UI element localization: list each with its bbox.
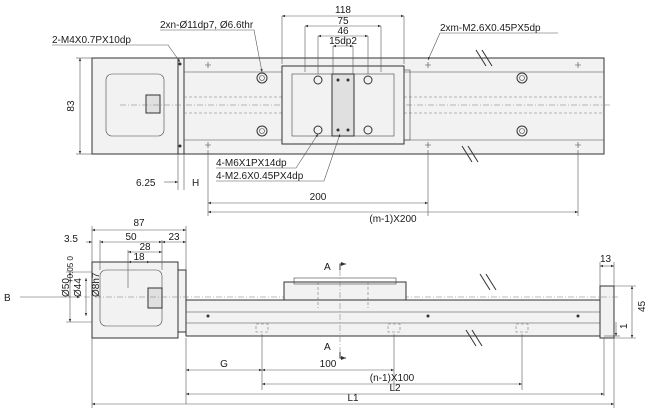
top-dimensions — [52, 14, 579, 216]
top-carriage-center — [331, 73, 355, 137]
dim-G: G — [220, 359, 228, 370]
dim-15dp2: 15dp2 — [329, 36, 357, 47]
dim-dia8: Ø8h7 — [91, 272, 102, 297]
side-dimensions — [20, 226, 636, 408]
dim-75: 75 — [337, 16, 349, 27]
dim-dia50-tolerance: +0.05 0 — [66, 256, 75, 283]
top-break-upper — [475, 49, 493, 67]
top-view: 2-M4X0.7PX10dp 2xn-Ø11dp7, Ø6.6thr 2xm-M… — [52, 5, 612, 225]
dim-23: 23 — [168, 232, 180, 243]
side-rail-body — [185, 299, 605, 337]
dim-50: 50 — [125, 232, 137, 243]
dim-13: 13 — [600, 254, 612, 265]
top-holes — [178, 62, 581, 148]
dim-1: 1 — [619, 323, 630, 329]
dim-118: 118 — [335, 5, 351, 16]
side-end-cap — [599, 285, 615, 339]
dim-L1: L1 — [347, 393, 359, 404]
top-coupling — [145, 94, 161, 114]
side-coupling — [147, 287, 163, 309]
top-carriage-seal — [403, 69, 411, 141]
dim-dia50: Ø50 — [61, 278, 72, 297]
counterbore-hole — [516, 72, 528, 84]
dim-200: 200 — [310, 192, 327, 203]
top-labels: 2-M4X0.7PX10dp 2xn-Ø11dp7, Ø6.6thr 2xm-M… — [52, 5, 541, 225]
label-section-A-bottom: A — [324, 342, 331, 353]
dim-46: 46 — [337, 26, 349, 37]
side-labels: 87 3.5 50 23 28 18 B Ø50 +0.05 0 Ø44 Ø8h… — [4, 218, 648, 404]
dim-3-5: 3.5 — [64, 234, 78, 245]
side-break-upper — [479, 273, 497, 291]
side-carriage — [283, 281, 407, 301]
dim-100: 100 — [320, 359, 337, 370]
dim-18: 18 — [133, 252, 145, 263]
dim-pitch-m: (m-1)X200 — [369, 214, 417, 225]
counterbore-hole — [256, 72, 268, 84]
label-tap-m6: 4-M6X1PX14dp — [216, 158, 287, 169]
dim-6-25: 6.25 — [136, 178, 156, 189]
dim-H: H — [192, 178, 199, 189]
counterbore-hole — [256, 125, 268, 137]
carriage-tap-hole — [363, 125, 373, 135]
section-a-a — [339, 262, 346, 360]
dim-87: 87 — [133, 218, 145, 229]
label-holes: 2xn-Ø11dp7, Ø6.6thr — [160, 20, 254, 31]
dim-L2: L2 — [389, 383, 401, 394]
label-view-B: B — [4, 293, 11, 304]
label-tap-m26: 4-M2.6X0.45PX4dp — [216, 171, 304, 182]
dim-83: 83 — [66, 100, 77, 112]
side-motor-block — [91, 261, 179, 339]
side-break-lower — [465, 329, 483, 347]
carriage-tap-hole — [313, 75, 323, 85]
label-section-A-top: A — [324, 262, 331, 273]
dim-28: 28 — [139, 242, 151, 253]
side-view: 87 3.5 50 23 28 18 B Ø50 +0.05 0 Ø44 Ø8h… — [4, 218, 648, 408]
counterbore-hole — [516, 125, 528, 137]
side-flange — [177, 269, 187, 333]
dim-pitch-n: (n-1)X100 — [370, 373, 415, 384]
carriage-tap-hole — [363, 75, 373, 85]
label-tap-rail: 2xm-M2.6X0.45PX5dp — [440, 23, 541, 34]
dim-dia44: Ø44 — [73, 278, 84, 297]
dim-45: 45 — [637, 300, 648, 312]
top-break-lower — [461, 145, 479, 163]
label-tap-end: 2-M4X0.7PX10dp — [52, 35, 131, 46]
